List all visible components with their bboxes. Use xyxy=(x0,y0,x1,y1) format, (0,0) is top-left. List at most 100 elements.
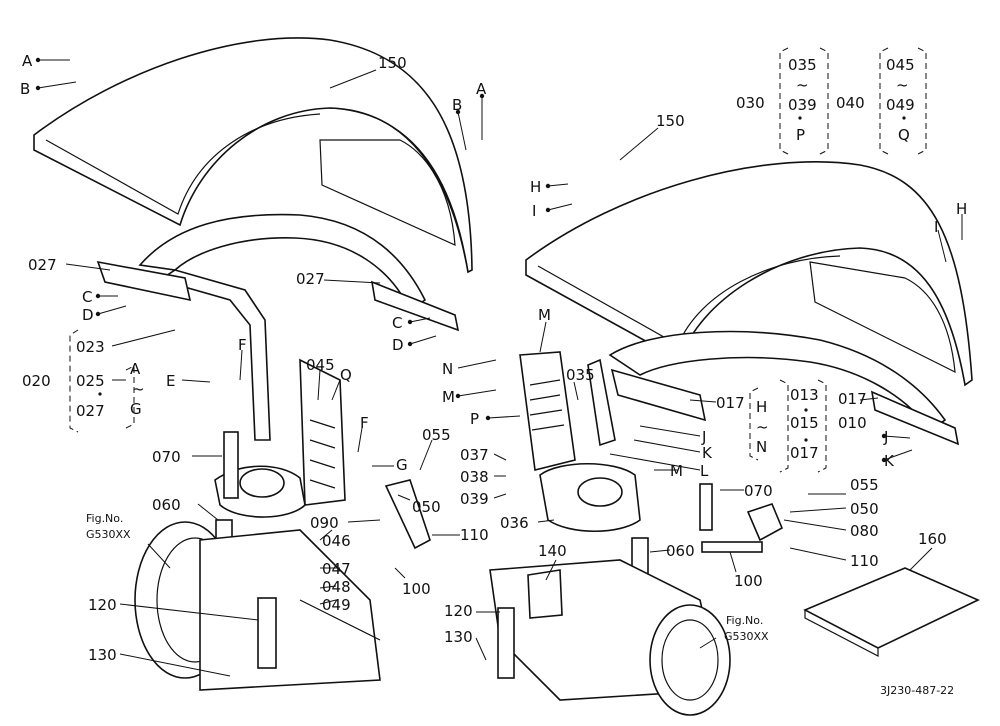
group-bracket-010 xyxy=(779,379,789,473)
label-049: 049 xyxy=(322,596,351,614)
label-045-right: 045 xyxy=(886,56,915,74)
label-G: G xyxy=(396,456,408,474)
label-tilde-040: ~ xyxy=(896,76,909,94)
right-fender-stay xyxy=(587,330,960,447)
label-038: 038 xyxy=(460,468,489,486)
label-C-left: C xyxy=(82,288,92,306)
label-H-left: H xyxy=(530,178,541,196)
group-bracket-030 xyxy=(779,47,789,155)
label-D-left: D xyxy=(82,306,94,324)
label-range-N: N xyxy=(756,438,767,456)
group-bracket-040r xyxy=(917,47,927,155)
label-055-right: 055 xyxy=(850,476,879,494)
label-range-A: A xyxy=(130,360,141,378)
label-fig-left-2: G530XX xyxy=(86,528,131,541)
label-035: 035 xyxy=(788,56,817,74)
label-060-left: 060 xyxy=(152,496,181,514)
label-035-right: 035 xyxy=(566,366,595,384)
label-130-right: 130 xyxy=(444,628,473,646)
label-047: 047 xyxy=(322,560,351,578)
label-fig-left-1: Fig.No. xyxy=(86,512,123,525)
label-120-right: 120 xyxy=(444,602,473,620)
label-C-right: C xyxy=(392,314,402,332)
label-J-right: J xyxy=(883,428,888,446)
label-M-mid: M xyxy=(442,388,455,406)
label-055-left: 055 xyxy=(422,426,451,444)
label-017-right: 017 xyxy=(838,390,867,408)
label-A-left: A xyxy=(22,52,33,70)
label-060-right: 060 xyxy=(666,542,695,560)
label-K-right: K xyxy=(884,452,895,470)
reference-dots xyxy=(35,57,906,463)
label-N: N xyxy=(442,360,453,378)
group-bracket-H-N xyxy=(749,387,759,461)
label-P: P xyxy=(470,410,479,428)
label-020: 020 xyxy=(22,372,51,390)
label-tilde-030: ~ xyxy=(796,76,809,94)
label-Q-top: Q xyxy=(898,126,910,144)
label-070-left: 070 xyxy=(152,448,181,466)
label-L: L xyxy=(700,462,709,480)
label-036: 036 xyxy=(500,514,529,532)
label-range-tilde-1: ~ xyxy=(132,380,145,398)
label-039: 039 xyxy=(788,96,817,114)
label-H-right: H xyxy=(956,200,967,218)
label-090: 090 xyxy=(310,514,339,532)
label-160: 160 xyxy=(918,530,947,548)
label-P-top: P xyxy=(796,126,805,144)
label-017-group: 017 xyxy=(790,444,819,462)
right-fender-shell xyxy=(525,161,973,387)
label-025: 025 xyxy=(76,372,105,390)
label-A-right: A xyxy=(476,80,487,98)
label-M-top: M xyxy=(538,306,551,324)
label-150-left: 150 xyxy=(378,54,407,72)
callout-labels: A B 150 B A 027 C D 027 C D 023 020 025 … xyxy=(20,52,967,697)
label-027-left: 027 xyxy=(28,256,57,274)
drawing-code: 3J230-487-22 xyxy=(880,684,954,697)
label-027-group: 027 xyxy=(76,402,105,420)
label-030: 030 xyxy=(736,94,765,112)
label-100-left: 100 xyxy=(402,580,431,598)
label-B-right: B xyxy=(452,96,462,114)
label-017-left: 017 xyxy=(716,394,745,412)
label-D-right: D xyxy=(392,336,404,354)
label-range-H: H xyxy=(756,398,767,416)
label-120-left: 120 xyxy=(88,596,117,614)
label-023: 023 xyxy=(76,338,105,356)
right-axle-housing xyxy=(489,559,731,716)
label-K-left: K xyxy=(702,444,713,462)
label-110-right: 110 xyxy=(850,552,879,570)
label-fig-right-2: G530XX xyxy=(724,630,769,643)
label-050-left: 050 xyxy=(412,498,441,516)
left-fender-shell xyxy=(33,37,473,274)
group-bracket-020 xyxy=(69,329,79,433)
label-fig-right-1: Fig.No. xyxy=(726,614,763,627)
label-140: 140 xyxy=(538,542,567,560)
label-range-tilde-2: ~ xyxy=(756,418,769,436)
label-I-right: I xyxy=(934,218,938,236)
group-bracket-040 xyxy=(879,47,889,155)
label-B-left: B xyxy=(20,80,30,98)
label-Q: Q xyxy=(340,366,352,384)
label-I-left: I xyxy=(532,202,536,220)
label-045-left: 045 xyxy=(306,356,335,374)
label-015: 015 xyxy=(790,414,819,432)
label-048: 048 xyxy=(322,578,351,596)
label-150-right: 150 xyxy=(656,112,685,130)
label-027-right: 027 xyxy=(296,270,325,288)
label-100-right: 100 xyxy=(734,572,763,590)
label-010: 010 xyxy=(838,414,867,432)
label-E: E xyxy=(166,372,175,390)
label-J-left: J xyxy=(701,428,706,446)
group-bracket-A-G xyxy=(125,365,135,429)
group-bracket-010r xyxy=(817,379,827,473)
label-046: 046 xyxy=(322,532,351,550)
left-fender-stay xyxy=(96,213,460,441)
label-range-G: G xyxy=(130,400,142,418)
label-049-right: 049 xyxy=(886,96,915,114)
group-bracket-030r xyxy=(819,47,829,155)
label-037: 037 xyxy=(460,446,489,464)
label-050-right: 050 xyxy=(850,500,879,518)
label-013: 013 xyxy=(790,386,819,404)
